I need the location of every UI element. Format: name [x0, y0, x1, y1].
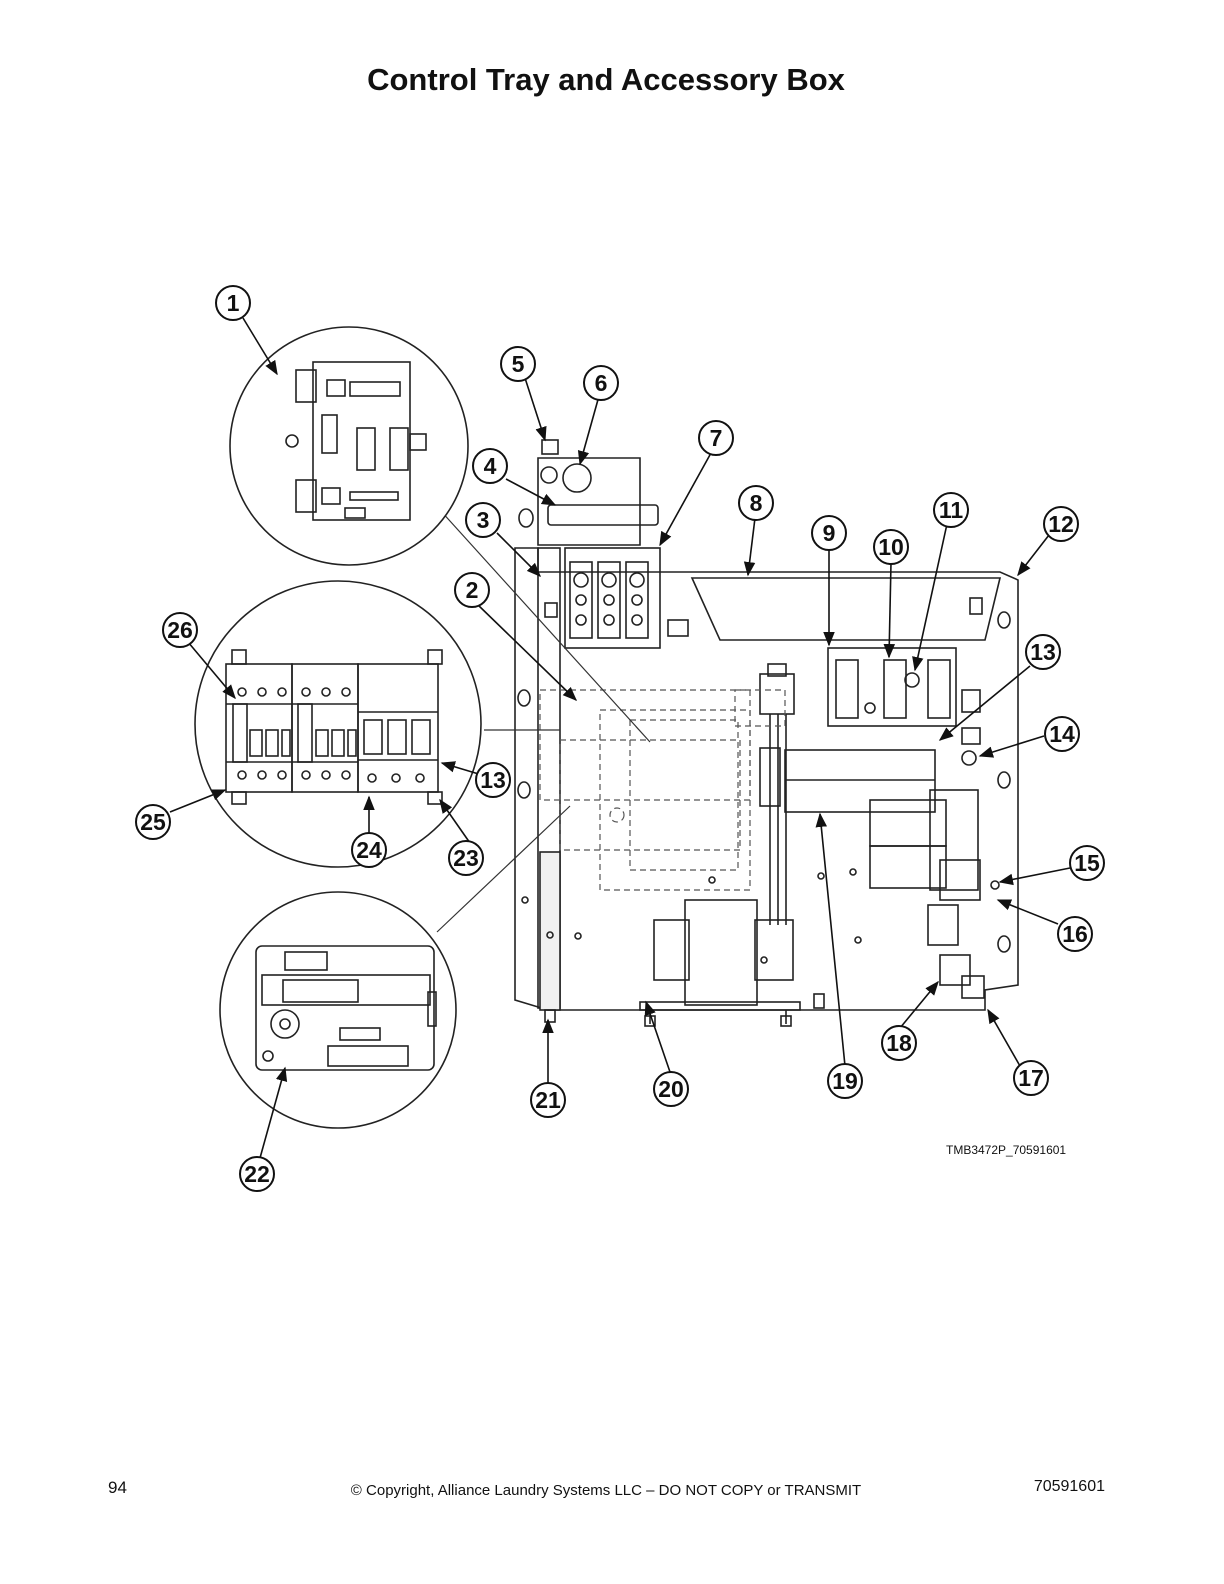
copyright-notice: © Copyright, Alliance Laundry Systems LL… [350, 1482, 862, 1499]
callout-label-15: 15 [1074, 850, 1100, 876]
callout-label-26: 26 [167, 617, 193, 643]
callout-circle-3 [465, 502, 501, 538]
callout-circle-5 [500, 346, 536, 382]
callout-circle-7 [698, 420, 734, 456]
callout-circle-21 [530, 1082, 566, 1118]
callout-label-11: 11 [939, 497, 964, 523]
callout-label-18: 18 [886, 1030, 912, 1056]
callout-circle-23 [448, 840, 484, 876]
callout-label-20: 20 [658, 1076, 684, 1102]
callout-circle-25 [135, 804, 171, 840]
callout-label-8: 8 [750, 490, 763, 516]
callout-circle-12 [1043, 506, 1079, 542]
callout-circle-13 [475, 762, 511, 798]
callout-label-5: 5 [512, 351, 525, 377]
callout-label-19: 19 [832, 1068, 858, 1094]
callout-circle-17 [1013, 1060, 1049, 1096]
hidden-components-dashed [539, 689, 786, 891]
control-board-inset [229, 326, 469, 566]
bubble-leader-lines [436, 509, 651, 933]
callout-circle-16 [1057, 916, 1093, 952]
callout-circle-10 [873, 529, 909, 565]
callout-circle-8 [738, 485, 774, 521]
page-number: 94 [108, 1478, 127, 1497]
callout-circle-20 [653, 1071, 689, 1107]
callout-circle-2 [454, 572, 490, 608]
callout-label-3: 3 [477, 507, 490, 533]
callout-label-2: 2 [466, 577, 479, 603]
callout-bubbles: 1234567891011121313141516171819202122232… [135, 285, 1105, 1192]
callout-circle-14 [1044, 716, 1080, 752]
callout-label-4: 4 [484, 453, 497, 479]
callout-label-9: 9 [823, 520, 836, 546]
callout-label-21: 21 [535, 1087, 561, 1113]
callout-label-25: 25 [140, 809, 166, 835]
callout-circle-13 [1025, 634, 1061, 670]
callout-label-16: 16 [1062, 921, 1088, 947]
drawing-code: TMB3472P_70591601 [946, 1143, 1067, 1157]
callout-label-1: 1 [227, 290, 240, 316]
accessory-module-inset [219, 891, 457, 1129]
page-title: Control Tray and Accessory Box [367, 62, 845, 97]
callout-circle-24 [351, 832, 387, 868]
callout-label-10: 10 [878, 534, 904, 560]
callout-label-23: 23 [453, 845, 479, 871]
callout-label-14: 14 [1049, 721, 1075, 747]
callout-label-13: 13 [480, 767, 506, 793]
callout-circle-19 [827, 1063, 863, 1099]
callout-circle-18 [881, 1025, 917, 1061]
callout-circle-22 [239, 1156, 275, 1192]
callout-circle-26 [162, 612, 198, 648]
callout-circle-6 [583, 365, 619, 401]
callout-circle-11 [933, 492, 969, 528]
callout-label-24: 24 [356, 837, 382, 863]
callout-label-6: 6 [595, 370, 608, 396]
callout-label-7: 7 [710, 425, 723, 451]
document-number: 70591601 [1033, 1478, 1105, 1495]
callout-circle-4 [472, 448, 508, 484]
callout-circle-15 [1069, 845, 1105, 881]
control-tray [514, 439, 1019, 1027]
callout-circle-9 [811, 515, 847, 551]
callout-arrows [169, 317, 1071, 1159]
callout-label-22: 22 [244, 1161, 270, 1187]
contactor-inset [194, 580, 482, 868]
callout-label-13: 13 [1030, 639, 1056, 665]
callout-circle-1 [215, 285, 251, 321]
callout-label-12: 12 [1048, 511, 1074, 537]
callout-label-17: 17 [1018, 1065, 1044, 1091]
